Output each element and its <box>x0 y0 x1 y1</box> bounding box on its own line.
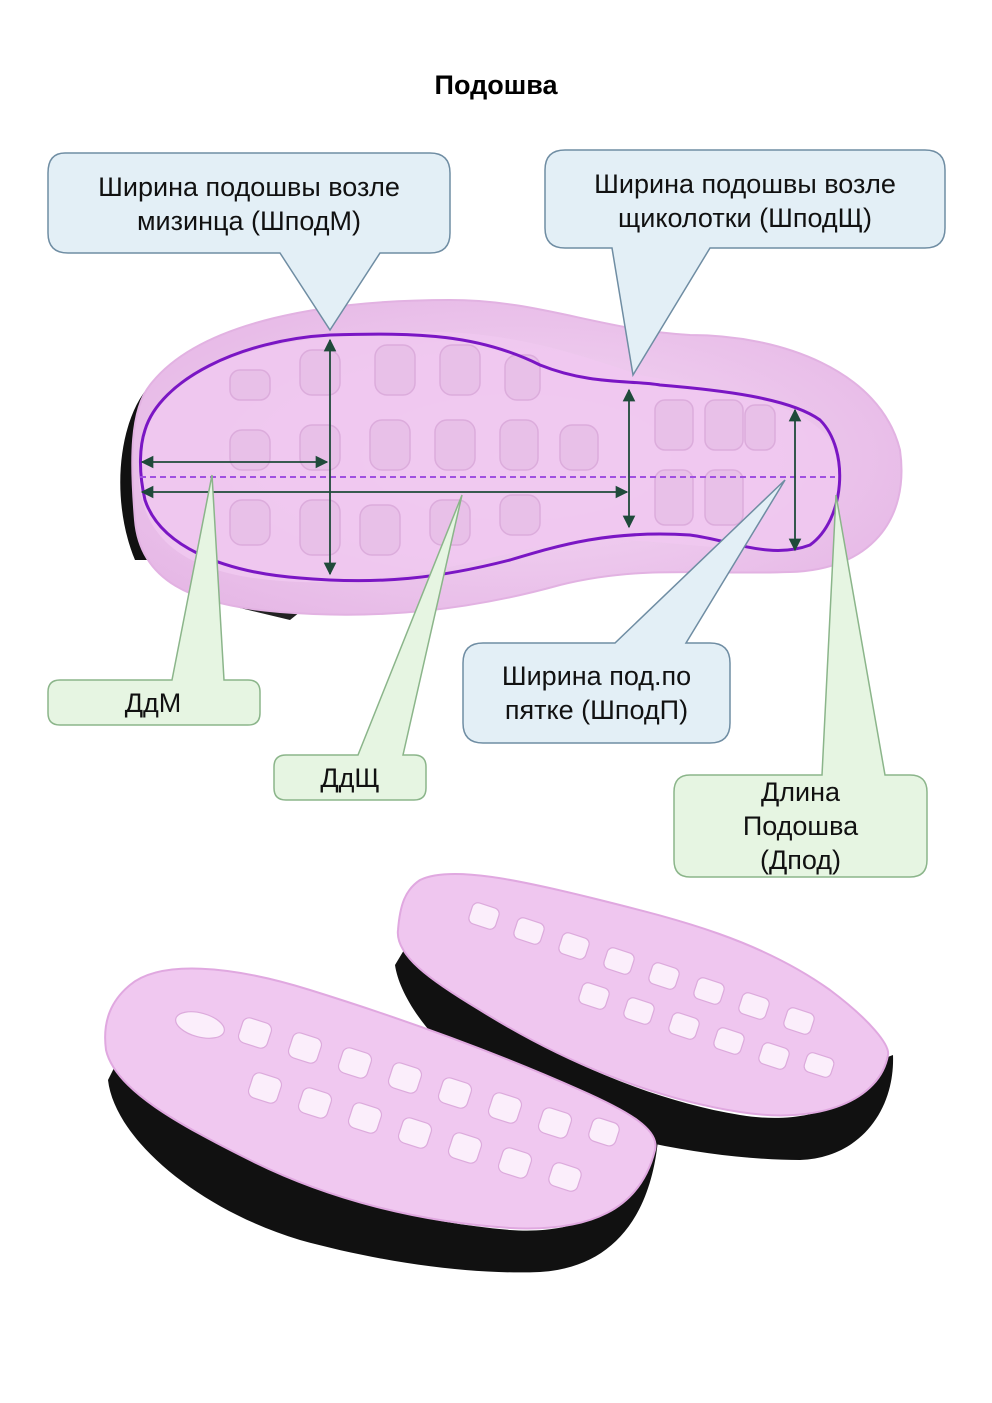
sole-right-outsole <box>395 940 894 1160</box>
sole-left-holes <box>175 1011 620 1192</box>
callout-width-little-toe-text: Ширина подошвы возле мизинца (ШподМ) <box>98 172 400 236</box>
callout-length-ankle-text: ДдЩ <box>320 763 380 793</box>
callout-length-little-toe <box>47 474 261 726</box>
callout-width-ankle <box>544 149 946 378</box>
callout-sole-length-text: Длина Подошва (Дпод) <box>742 777 859 875</box>
shoe-sole-photo <box>104 872 894 1273</box>
callout-length-ankle <box>273 494 463 801</box>
callout-length-little-toe-text: ДдМ <box>124 688 182 718</box>
callout-width-ankle-text: Ширина подошвы возле щиколотки (ШподЩ) <box>594 169 896 233</box>
sole-right-holes <box>468 902 835 1078</box>
sole-left-outsole <box>108 1060 658 1273</box>
page-title: Подошва <box>434 70 558 100</box>
sole-outline <box>138 332 842 583</box>
callout-width-heel <box>462 479 786 744</box>
callout-width-heel-text: Ширина под.по пятке (ШподП) <box>501 661 692 725</box>
sole-top-view <box>120 298 903 620</box>
callout-sole-length <box>673 494 928 878</box>
measurement-arrows <box>140 338 802 576</box>
callout-width-little-toe <box>47 152 451 332</box>
